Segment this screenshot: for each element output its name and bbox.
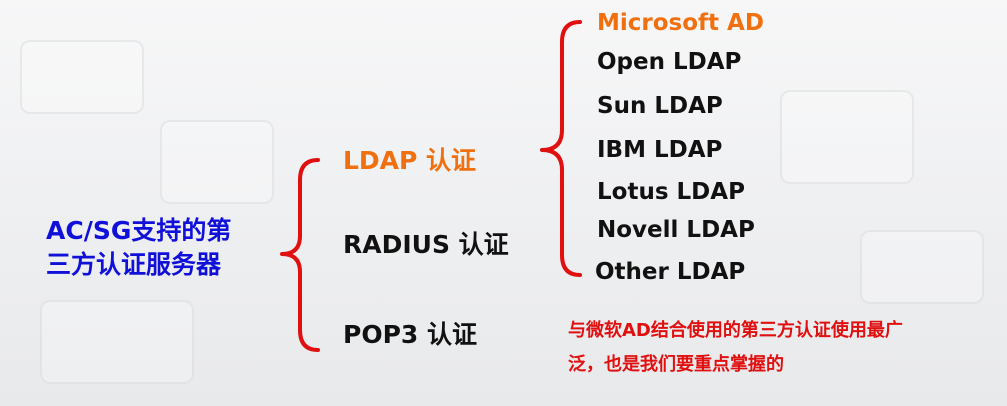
note-line: 与微软AD结合使用的第三方认证使用最广 xyxy=(568,320,903,341)
root-label-line: 三方认证服务器 xyxy=(46,250,222,279)
ldap-server-microsoft-ad: Microsoft AD xyxy=(597,10,764,36)
background-key xyxy=(860,230,984,304)
method-ldap: LDAP 认证 xyxy=(343,146,477,175)
root-brace xyxy=(280,158,320,352)
ldap-server-ibm-ldap: IBM LDAP xyxy=(597,137,723,163)
ldap-server-sun-ldap: Sun LDAP xyxy=(597,93,723,119)
background-key xyxy=(780,90,914,184)
background-key xyxy=(20,40,144,114)
method-pop3: POP3 认证 xyxy=(343,320,477,349)
ldap-server-lotus-ldap: Lotus LDAP xyxy=(597,179,745,205)
ldap-server-other-ldap: Other LDAP xyxy=(595,259,746,285)
ldap-server-novell-ldap: Novell LDAP xyxy=(597,217,755,243)
root-label: AC/SG支持的第 三方认证服务器 xyxy=(46,214,231,282)
ldap-server-open-ldap: Open LDAP xyxy=(597,49,742,75)
method-radius: RADIUS 认证 xyxy=(343,230,509,259)
background-key xyxy=(40,300,194,384)
background-key xyxy=(160,120,274,204)
note-line: 泛，也是我们要重点掌握的 xyxy=(568,354,784,375)
root-label-line: AC/SG支持的第 xyxy=(46,216,232,245)
note-text: 与微软AD结合使用的第三方认证使用最广 泛，也是我们要重点掌握的 xyxy=(568,314,998,382)
ldap-brace xyxy=(540,20,582,277)
